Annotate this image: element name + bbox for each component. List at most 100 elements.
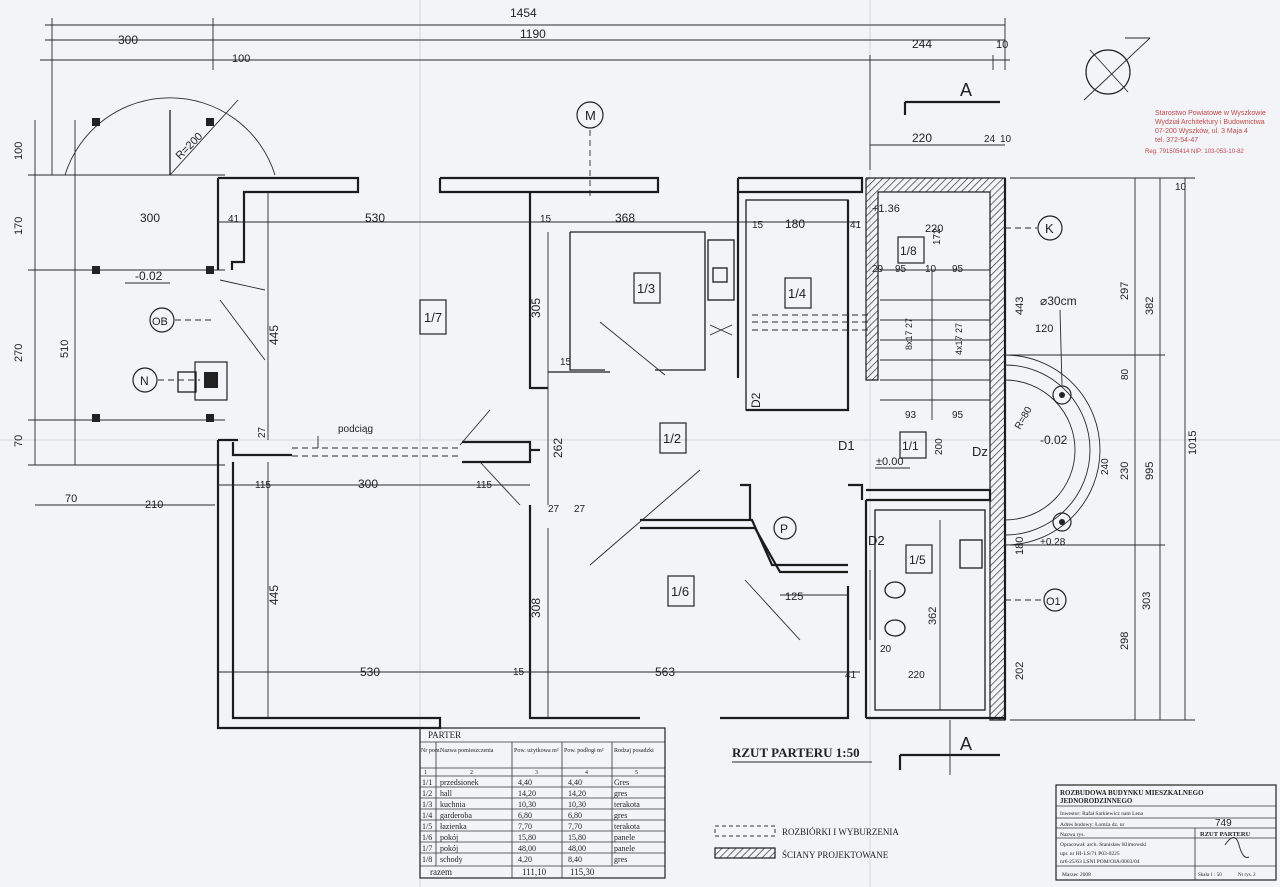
level-stairs: +1.36 [872,203,900,215]
room-table-cell: 1/2 [422,789,432,798]
room-table-cell: 7,70 [568,822,582,831]
svg-text:N: N [140,374,149,388]
svg-text:Nazwa pomieszczenia: Nazwa pomieszczenia [440,748,494,754]
svg-text:OB: OB [152,316,168,328]
room-table-cell: panele [614,844,635,853]
room-table-cell: 8,40 [568,855,582,864]
dim-10: 10 [1000,134,1012,145]
svg-text:262: 262 [551,438,565,458]
north-arrow-icon [1083,37,1151,101]
left-dimensions: 100 170 270 70 510 70 210 [13,120,225,511]
svg-text:1: 1 [424,770,427,776]
section-mark-top: A [903,80,1000,115]
door-label-d2-bath: D2 [868,533,885,548]
axis-bubble-ob: OB [149,307,215,333]
svg-text:93: 93 [905,410,917,421]
svg-text:298: 298 [1119,632,1131,650]
axis-bubble-o1: O1 [1005,588,1067,612]
svg-text:180: 180 [785,217,805,231]
axis-bubble-n: N [132,367,200,393]
level-marker-left: -0.02 [125,269,170,284]
svg-text:41: 41 [850,220,862,231]
room-table-cell: 15,80 [518,833,536,842]
svg-text:+0.28: +0.28 [1040,537,1066,548]
svg-text:2: 2 [470,770,473,776]
svg-text:41: 41 [845,670,857,681]
room-table-cell: 4,20 [518,855,532,864]
room-table-total-usable: 111,10 [522,867,547,877]
svg-text:70: 70 [13,435,25,447]
svg-text:210: 210 [145,499,163,511]
legend-demolition-label: ROZBIÓRKI I WYBURZENIA [782,827,899,837]
svg-text:445: 445 [267,585,281,605]
beam-podciag: podciąg [292,424,462,457]
svg-text:M: M [585,108,596,123]
room-label: 1/2 [663,431,681,446]
room-table-cell: panele [614,833,635,842]
section-label-bottom: A [960,734,972,754]
title-block-license1: upr. nr HI-LS/71 P03-0225 [1060,851,1120,857]
title-block-line2: JEDNORODZINNEGO [1060,797,1133,805]
room-table-cell: 1/1 [422,778,432,787]
room-table-cell: 7,70 [518,822,532,831]
svg-text:07-200 Wyszków, ul. 3 Maja 4: 07-200 Wyszków, ul. 3 Maja 4 [1155,128,1248,135]
room-table-cell: gres [614,789,627,798]
dim-top-300: 300 [118,33,138,47]
column-markers [92,118,214,422]
signature-mark [1224,837,1250,858]
svg-text:297: 297 [1119,282,1131,300]
svg-text:95: 95 [952,410,964,421]
svg-text:362: 362 [927,607,939,625]
room-table-cell: 4,40 [518,778,532,787]
svg-text:3: 3 [535,770,538,776]
room-table-cell: pokój [440,844,458,853]
axis-bubble-m: M [576,101,604,200]
room-table-cell: gres [614,811,627,820]
svg-text:15: 15 [560,357,572,368]
room-table-cell: 6,80 [518,811,532,820]
svg-text:15: 15 [752,220,764,231]
room-table-cell: pokój [440,833,458,842]
svg-text:Wydział Architektury i Budowni: Wydział Architektury i Budownictwa [1155,119,1265,126]
title-block-investor: Inwestor: Rafał Sarkiewicz nam Lena [1060,810,1144,817]
door-label-dz: Dz [972,444,988,459]
svg-text:-0.02: -0.02 [135,269,163,283]
title-block-sheet-label: Nazwa rys. [1060,832,1085,838]
room-table-cell: 1/6 [422,833,432,842]
svg-text:530: 530 [365,211,385,225]
plan-title: RZUT PARTERU 1:50 [732,745,860,760]
svg-text:563: 563 [655,665,675,679]
legend-new-walls-label: ŚCIANY PROJEKTOWANE [782,850,889,860]
room-table: PARTER Nr pom. Nazwa pomieszczenia Pow. … [419,727,666,879]
svg-text:O1: O1 [1046,596,1061,608]
svg-text:80: 80 [1120,368,1131,380]
door-label-d2: D2 [749,392,763,408]
svg-text:27: 27 [574,504,586,515]
room-table-cell: 10,30 [518,800,536,809]
svg-text:27: 27 [257,426,268,438]
svg-text:15: 15 [513,667,525,678]
interior-dimensions: 300 530 41 15 368 15 180 41 220 445 305 … [140,192,1053,718]
demolition-marks [219,279,801,641]
room-table-cell: łazienka [440,822,467,831]
room-table-cell: 1/4 [422,811,432,820]
svg-text:300: 300 [140,211,160,225]
title-block-date: Marzec 2008 [1062,872,1091,878]
title-block-sheet-no: Nr rys. 2 [1238,873,1256,878]
svg-text:170: 170 [13,217,25,235]
svg-text:Rodzaj posadzki: Rodzaj posadzki [614,748,654,754]
svg-text:29: 29 [872,264,884,275]
svg-text:10: 10 [1175,182,1187,193]
section-label-top: A [960,80,972,100]
svg-text:180: 180 [1014,537,1026,555]
room-table-header: PARTER [428,730,461,740]
svg-text:125: 125 [785,591,803,603]
svg-text:230: 230 [1119,462,1131,480]
svg-text:382: 382 [1144,297,1156,315]
dim-top-total: 1454 [510,6,537,20]
legend: ROZBIÓRKI I WYBURZENIA ŚCIANY PROJEKTOWA… [714,825,899,860]
room-label: 1/4 [788,286,806,301]
svg-text:95: 95 [952,264,964,275]
svg-text:10: 10 [925,264,937,275]
room-label: 1/8 [900,244,917,258]
